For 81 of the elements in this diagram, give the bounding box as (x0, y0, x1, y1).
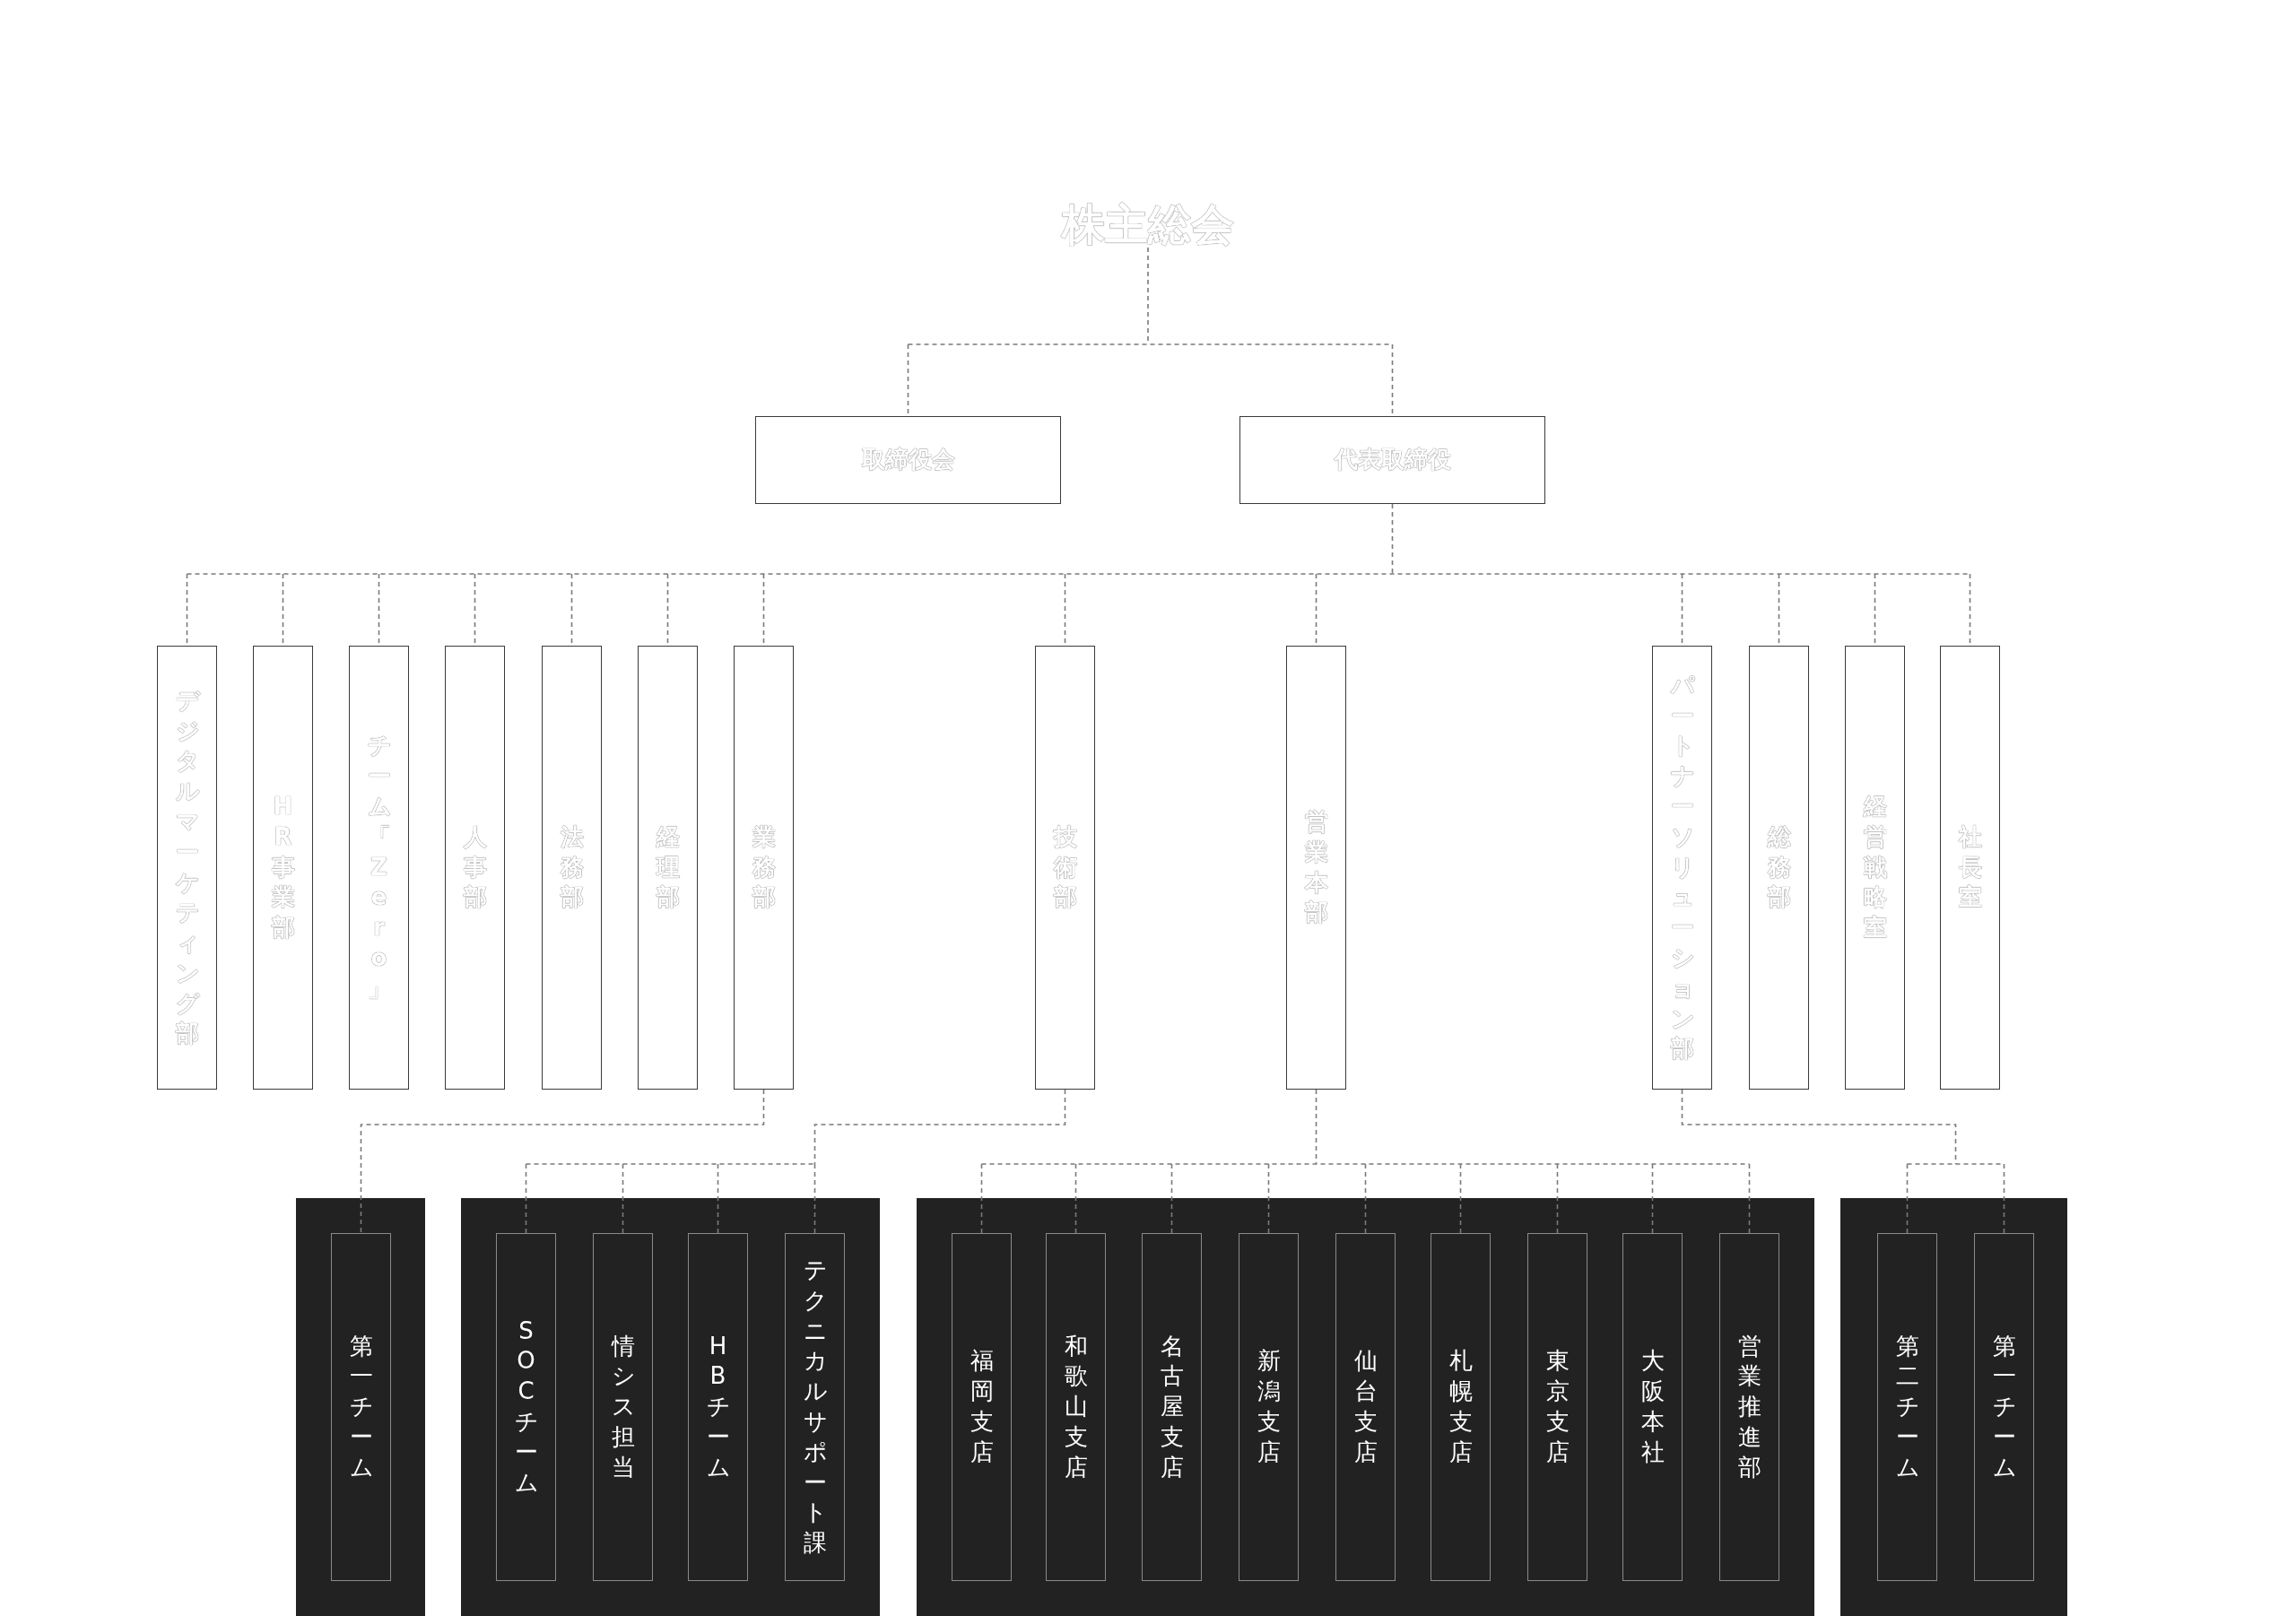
unit-label: 営業推進部 (1737, 1331, 1761, 1482)
connector-line (980, 1089, 1751, 1165)
connector-line (525, 1163, 527, 1234)
unit-label: 名古屋支店 (1160, 1331, 1184, 1482)
unit-label: 情シス担当 (611, 1331, 635, 1482)
unit-box (1239, 1233, 1299, 1581)
role-box (755, 416, 1061, 504)
unit-label: 仙台支店 (1353, 1346, 1378, 1467)
connector-line (1651, 1163, 1654, 1234)
title-label: 株主総会 (1062, 201, 1234, 248)
department-box (542, 646, 602, 1090)
connector-line (1556, 1163, 1559, 1234)
unit-label: 和歌山支店 (1064, 1331, 1088, 1482)
team-panel (1840, 1198, 2067, 1616)
department-box (734, 646, 794, 1090)
department-box (638, 646, 698, 1090)
connector-line (1748, 1163, 1751, 1234)
connector-line (813, 1163, 816, 1234)
unit-box (1142, 1233, 1202, 1581)
unit-box (785, 1233, 845, 1581)
department-label: 経理部 (656, 821, 680, 913)
role-label: 取締役会 (861, 446, 955, 474)
unit-box (1335, 1233, 1396, 1581)
team-panel (296, 1198, 425, 1616)
department-label: 法務部 (560, 821, 584, 913)
unit-label: 福岡支店 (970, 1346, 994, 1467)
unit-box (1431, 1233, 1491, 1581)
unit-label: 東京支店 (1545, 1346, 1570, 1467)
connector-line (525, 1089, 1066, 1165)
connector-line (1074, 1163, 1077, 1234)
department-box (157, 646, 217, 1090)
connector-line (360, 1089, 765, 1234)
unit-box (1974, 1233, 2034, 1581)
connector-line (1267, 1163, 1270, 1234)
department-box (1035, 646, 1095, 1090)
department-label: 総務部 (1767, 821, 1791, 913)
unit-box (1046, 1233, 1106, 1581)
unit-box (952, 1233, 1012, 1581)
department-box (253, 646, 313, 1090)
department-label: 営業本部 (1304, 806, 1328, 928)
unit-box (331, 1233, 391, 1581)
department-label: 社長室 (1958, 821, 1982, 913)
unit-label: 大阪本社 (1640, 1346, 1665, 1467)
unit-box (1622, 1233, 1683, 1581)
unit-box (1527, 1233, 1587, 1581)
department-box (1286, 646, 1346, 1090)
department-label: 業務部 (752, 821, 776, 913)
connector-line (1170, 1163, 1173, 1234)
unit-label: テクニカルサポート課 (803, 1255, 827, 1559)
department-box (1940, 646, 2000, 1090)
unit-box (1719, 1233, 1779, 1581)
unit-box (496, 1233, 556, 1581)
connector-line (1906, 1163, 1909, 1234)
team-panel (461, 1198, 880, 1616)
unit-box (1877, 1233, 1937, 1581)
connector-line (1364, 1163, 1367, 1234)
department-box (1749, 646, 1809, 1090)
department-box (1845, 646, 1905, 1090)
unit-label: HBチーム (706, 1331, 730, 1482)
connector-line (717, 1163, 719, 1234)
unit-label: 新潟支店 (1257, 1346, 1281, 1467)
role-box (1239, 416, 1545, 504)
unit-label: 第二チーム (1895, 1331, 1919, 1482)
department-box (1652, 646, 1712, 1090)
team-panel (917, 1198, 1814, 1616)
department-label: 技術部 (1053, 821, 1077, 913)
connector-line (980, 1163, 983, 1234)
connector-line (2003, 1163, 2005, 1234)
department-box (445, 646, 505, 1090)
connector-line (1459, 1163, 1462, 1234)
unit-label: SOCチーム (514, 1316, 538, 1498)
department-label: 経営戦略室 (1863, 792, 1887, 943)
unit-label: 第一チーム (1992, 1331, 2016, 1482)
unit-label: 第一チーム (349, 1331, 373, 1482)
unit-box (593, 1233, 653, 1581)
unit-box (688, 1233, 748, 1581)
unit-label: 札幌支店 (1448, 1346, 1473, 1467)
department-label: 人事部 (463, 821, 487, 913)
department-box (349, 646, 409, 1090)
role-label: 代表取締役 (1334, 446, 1451, 474)
connector-line (622, 1163, 624, 1234)
